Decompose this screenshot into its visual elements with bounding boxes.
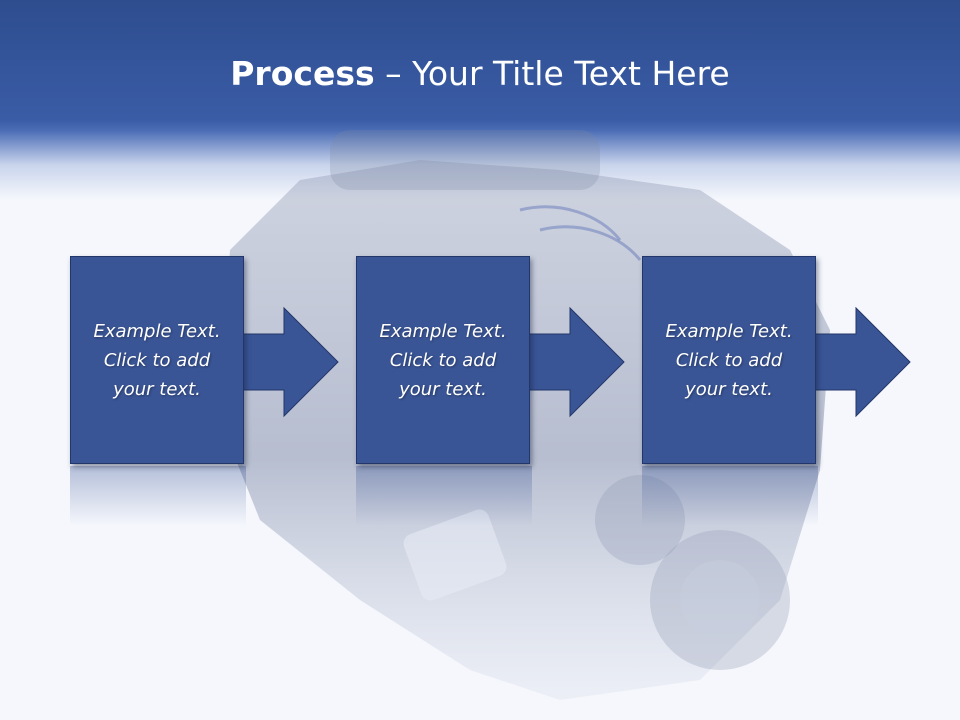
slide-title[interactable]: Process – Your Title Text Here xyxy=(0,52,960,96)
title-bold-text: Process xyxy=(230,54,375,93)
step-reflection xyxy=(70,466,246,526)
step-text-line: Click to add xyxy=(103,349,211,371)
step-text[interactable]: Example Text. Click to add your text. xyxy=(368,317,518,404)
step-text[interactable]: Example Text. Click to add your text. xyxy=(654,317,804,404)
step-box[interactable]: Example Text. Click to add your text. xyxy=(356,256,530,464)
step-text-line: your text. xyxy=(399,378,487,400)
step-text-line: Example Text. xyxy=(665,320,793,342)
step-text-line: Click to add xyxy=(675,349,783,371)
step-box[interactable]: Example Text. Click to add your text. xyxy=(70,256,244,464)
process-step-3: Example Text. Click to add your text. xyxy=(642,256,912,536)
step-text[interactable]: Example Text. Click to add your text. xyxy=(82,317,232,404)
step-reflection xyxy=(356,466,532,526)
process-step-2: Example Text. Click to add your text. xyxy=(356,256,626,536)
step-text-line: Click to add xyxy=(389,349,497,371)
process-step-1: Example Text. Click to add your text. xyxy=(70,256,340,536)
step-text-line: your text. xyxy=(685,378,773,400)
step-text-line: Example Text. xyxy=(379,320,507,342)
step-reflection xyxy=(642,466,818,526)
title-rest-text: – Your Title Text Here xyxy=(374,54,730,93)
step-text-line: Example Text. xyxy=(93,320,221,342)
step-text-line: your text. xyxy=(113,378,201,400)
step-box[interactable]: Example Text. Click to add your text. xyxy=(642,256,816,464)
